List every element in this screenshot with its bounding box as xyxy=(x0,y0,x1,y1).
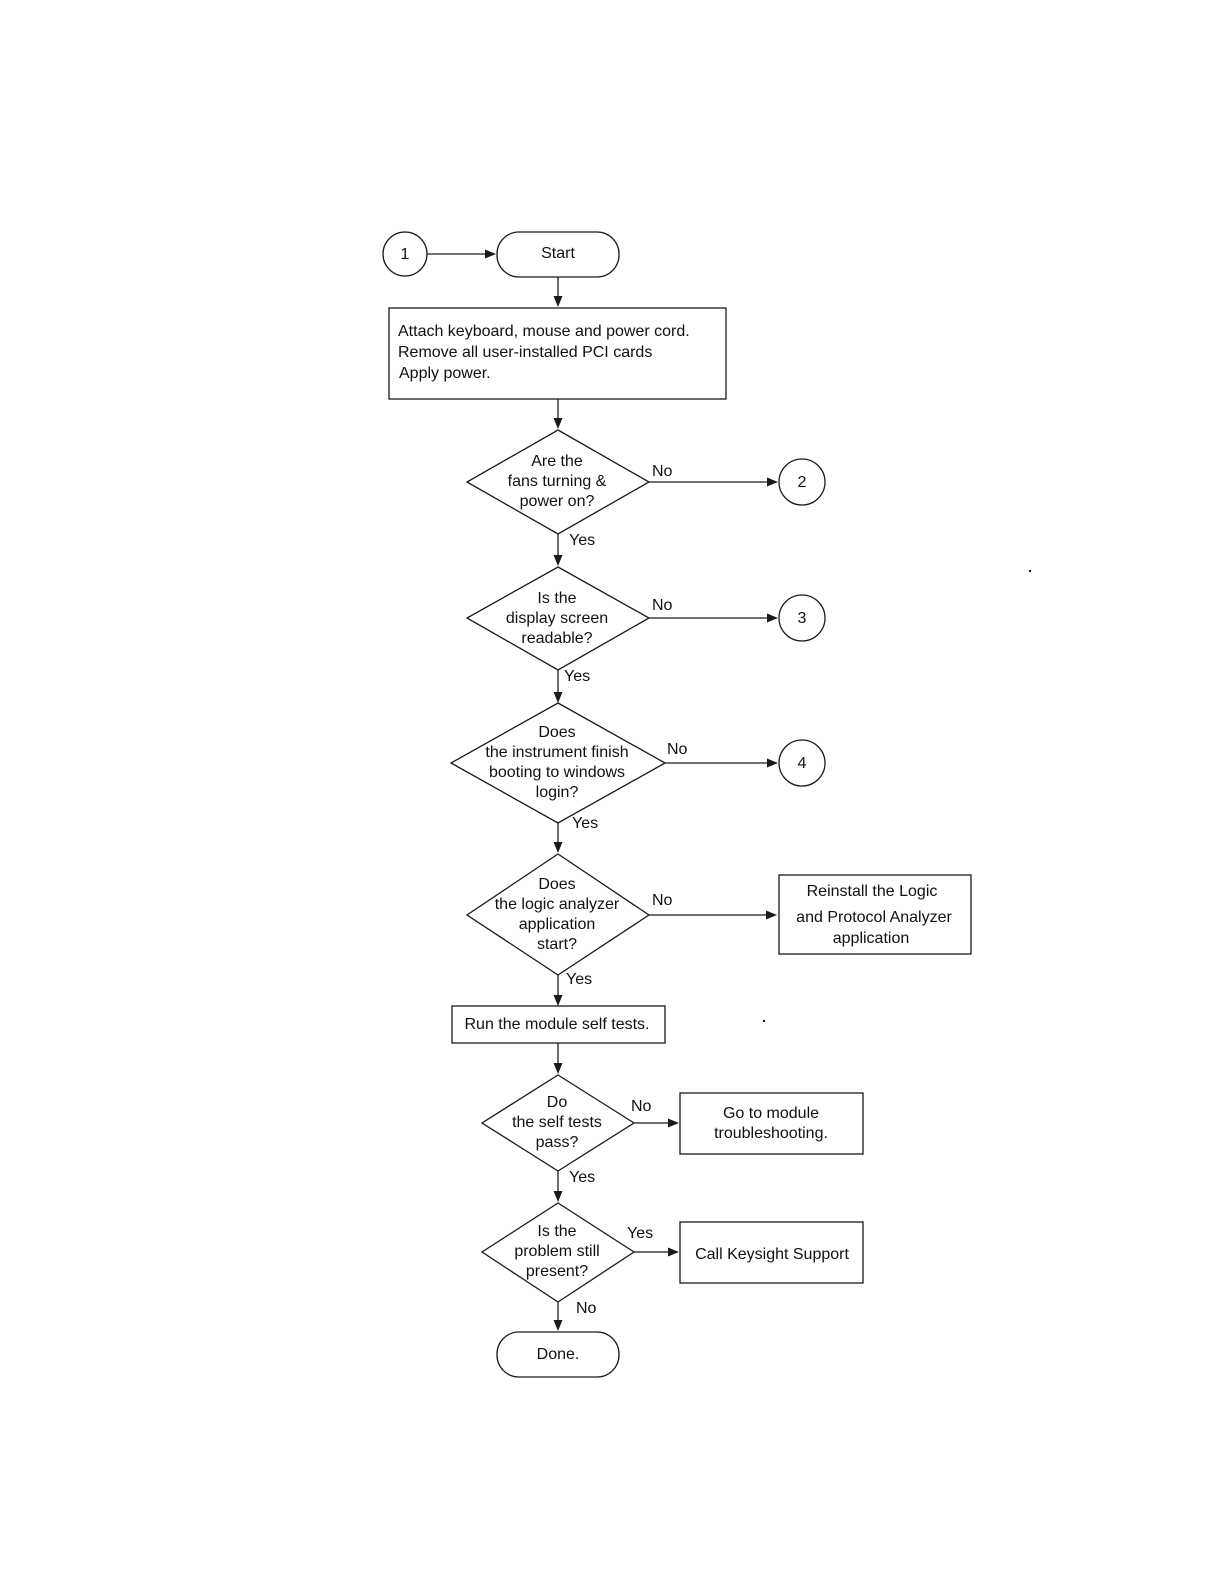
attach-line-3: Apply power. xyxy=(399,365,491,382)
decision-self-tests-shape xyxy=(480,1074,636,1172)
start-label: Start xyxy=(541,245,575,262)
reinstall-line-2: and Protocol Analyzer xyxy=(796,909,952,926)
decision-display-line-3: readable? xyxy=(521,630,592,647)
decision-problem-line-1: Is the xyxy=(537,1223,576,1240)
decision-fans: Are the fans turning & power on? xyxy=(465,429,651,535)
call-support-box: Call Keysight Support xyxy=(679,1221,864,1284)
flow-lines xyxy=(427,249,778,1331)
run-tests-process-box: Run the module self tests. xyxy=(451,1005,666,1044)
attach-line-1: Attach keyboard, mouse and power cord. xyxy=(398,323,690,340)
connector-4-circle xyxy=(778,739,826,787)
logic-yes-label: Yes xyxy=(566,971,592,988)
call-support-box-shape xyxy=(679,1221,864,1284)
decision-logic-app-shape xyxy=(465,853,651,976)
problem-no-label: No xyxy=(576,1300,597,1317)
run-tests-box-shape xyxy=(451,1005,666,1044)
reinstall-line-1: Reinstall the Logic xyxy=(807,883,938,900)
decision-display-line-1: Is the xyxy=(537,590,576,607)
decision-booting-shape xyxy=(449,702,667,824)
decision-display-line-2: display screen xyxy=(506,610,608,627)
decision-problem: Is the problem still present? xyxy=(480,1202,636,1303)
connector-2-label: 2 xyxy=(798,474,807,491)
decision-booting-line-1: Does xyxy=(538,724,575,741)
decision-self-tests-line-1: Do xyxy=(547,1094,568,1111)
decision-logic-app: Does the logic analyzer application star… xyxy=(465,853,651,976)
fans-no-label: No xyxy=(652,463,673,480)
decision-booting-line-4: login? xyxy=(536,784,579,801)
decision-fans-line-2: fans turning & xyxy=(508,473,607,490)
branch-labels: No Yes No Yes No Yes No Yes No Yes Yes N… xyxy=(564,463,688,1317)
connector-2-circle xyxy=(778,458,826,506)
attach-line-2: Remove all user-installed PCI cards xyxy=(398,344,652,361)
module-troubleshooting-box-shape xyxy=(679,1092,864,1155)
start-terminal: Start xyxy=(496,231,620,278)
display-yes-label: Yes xyxy=(564,668,590,685)
decision-logic-app-line-1: Does xyxy=(538,876,575,893)
decision-logic-app-line-4: start? xyxy=(537,936,577,953)
decision-booting-line-2: the instrument finish xyxy=(485,744,628,761)
connector-3: 3 xyxy=(778,594,826,642)
connector-3-circle xyxy=(778,594,826,642)
decision-fans-shape xyxy=(465,429,651,535)
call-support-label: Call Keysight Support xyxy=(695,1246,849,1263)
attach-process-box: Attach keyboard, mouse and power cord. R… xyxy=(388,307,727,400)
decision-self-tests-line-3: pass? xyxy=(536,1134,579,1151)
decision-fans-line-1: Are the xyxy=(531,453,583,470)
reinstall-line-3: application xyxy=(833,930,910,947)
decision-display: Is the display screen readable? xyxy=(465,566,651,671)
done-label: Done. xyxy=(537,1346,580,1363)
speck xyxy=(762,1019,766,1023)
booting-no-label: No xyxy=(667,741,688,758)
decision-problem-shape xyxy=(480,1202,636,1303)
display-no-label: No xyxy=(652,597,673,614)
connector-4: 4 xyxy=(778,739,826,787)
connector-3-label: 3 xyxy=(798,610,807,627)
run-tests-label: Run the module self tests. xyxy=(465,1016,650,1033)
fans-yes-label: Yes xyxy=(569,532,595,549)
done-terminal: Done. xyxy=(496,1331,620,1378)
reinstall-process-box: Reinstall the Logic and Protocol Analyze… xyxy=(778,874,972,955)
start-terminal-shape xyxy=(496,231,620,278)
connector-2: 2 xyxy=(778,458,826,506)
decision-booting-line-3: booting to windows xyxy=(489,764,625,781)
logic-no-label: No xyxy=(652,892,673,909)
connector-1: 1 xyxy=(382,231,428,277)
decision-problem-line-3: present? xyxy=(526,1263,588,1280)
module-troubleshooting-line-2: troubleshooting. xyxy=(714,1125,828,1142)
decision-display-shape xyxy=(465,566,651,671)
speck xyxy=(1028,569,1032,573)
attach-box-shape xyxy=(388,307,727,400)
decision-logic-app-line-2: the logic analyzer xyxy=(495,896,620,913)
problem-yes-label: Yes xyxy=(627,1225,653,1242)
decision-self-tests: Do the self tests pass? xyxy=(480,1074,636,1172)
decision-booting: Does the instrument finish booting to wi… xyxy=(449,702,667,824)
booting-yes-label: Yes xyxy=(572,815,598,832)
connector-1-circle xyxy=(382,231,428,277)
decision-logic-app-line-3: application xyxy=(519,916,596,933)
decision-problem-line-2: problem still xyxy=(514,1243,599,1260)
module-troubleshooting-line-1: Go to module xyxy=(723,1105,819,1122)
decision-fans-line-3: power on? xyxy=(520,493,595,510)
module-troubleshooting-box: Go to module troubleshooting. xyxy=(679,1092,864,1155)
scan-specks xyxy=(762,569,1032,1023)
self-tests-no-label: No xyxy=(631,1098,652,1115)
self-tests-yes-label: Yes xyxy=(569,1169,595,1186)
connector-1-label: 1 xyxy=(401,246,410,263)
connector-4-label: 4 xyxy=(798,755,807,772)
decision-self-tests-line-2: the self tests xyxy=(512,1114,602,1131)
done-terminal-shape xyxy=(496,1331,620,1378)
reinstall-box-shape xyxy=(778,874,972,955)
